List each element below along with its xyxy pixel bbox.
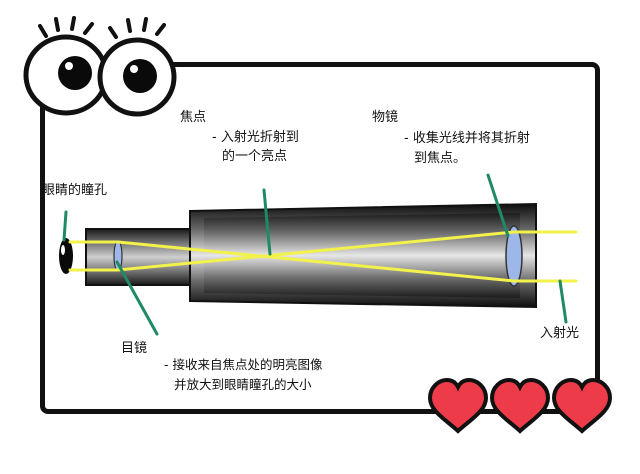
pupil-label: 眼睛的瞳孔 bbox=[42, 183, 108, 198]
cartoon-eyes-icon bbox=[23, 16, 177, 117]
heart-icon bbox=[427, 377, 489, 434]
eyepiece-desc-line1: - 接收来自焦点处的明亮图像 bbox=[164, 357, 323, 372]
objective-title: 物镜 bbox=[372, 110, 399, 125]
heart-icon bbox=[551, 377, 613, 434]
eyepiece-title: 目镜 bbox=[121, 341, 148, 356]
incoming-light-label: 入射光 bbox=[540, 326, 580, 341]
light-rays bbox=[68, 230, 578, 283]
telescope-tube bbox=[85, 202, 537, 309]
objective-desc-line2: 到焦点。 bbox=[414, 151, 467, 166]
eyepiece-desc-line2: 并放大到眼睛瞳孔的大小 bbox=[174, 377, 312, 392]
focus-desc-line1: - 入射光折射到 bbox=[212, 130, 299, 145]
objective-lens bbox=[505, 225, 523, 287]
pointer-lines bbox=[62, 173, 568, 336]
objective-desc-line1: - 收集光线并将其折射 bbox=[404, 131, 530, 146]
focus-desc-line2: 的一个亮点 bbox=[222, 149, 288, 164]
focus-title: 焦点 bbox=[180, 110, 207, 125]
hearts bbox=[427, 377, 613, 434]
heart-icon bbox=[489, 377, 551, 434]
